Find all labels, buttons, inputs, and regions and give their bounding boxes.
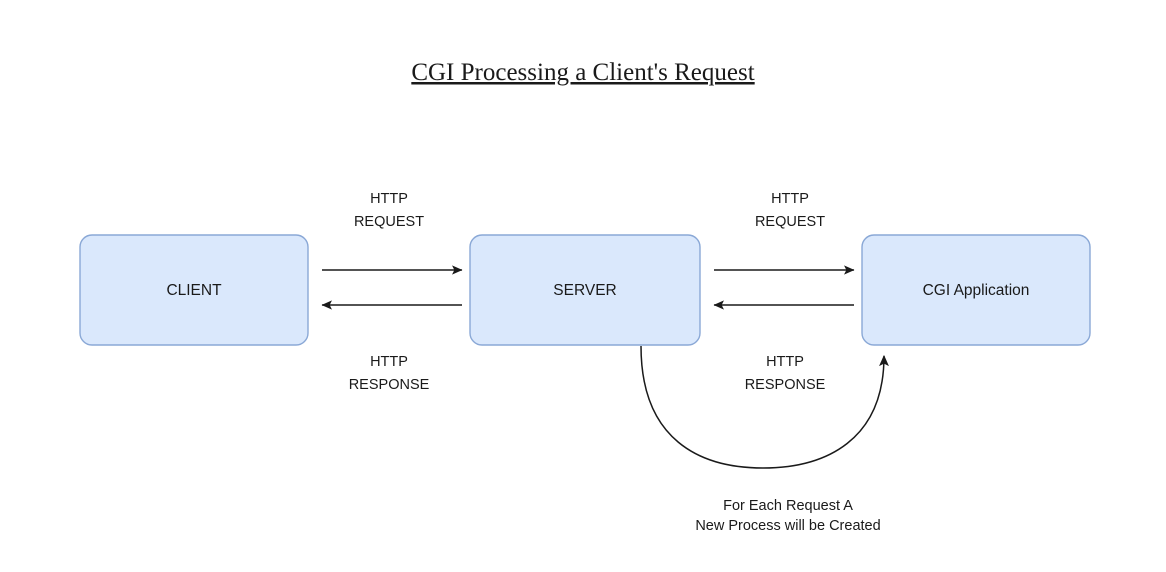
node-cgi-application-shape (861, 234, 1091, 346)
edge-server-to-client-label-line1: HTTP (370, 354, 408, 370)
node-client-label: CLIENT (166, 282, 222, 299)
curved-edge-caption-line1: For Each Request A (723, 498, 853, 514)
node-server-shape (469, 234, 701, 346)
edge-client-to-server-label-line1: HTTP (370, 191, 408, 207)
edge-cgi-to-server: HTTP RESPONSE (713, 300, 854, 393)
node-server-label: SERVER (553, 282, 616, 299)
node-cgi-application-label: CGI Application (923, 282, 1030, 299)
edge-server-to-client-label-line2: RESPONSE (349, 377, 430, 393)
edge-cgi-to-server-label-line2: RESPONSE (745, 377, 826, 393)
node-client-shape (79, 234, 309, 346)
edge-client-to-server-label-line2: REQUEST (354, 214, 424, 230)
edge-server-to-client: HTTP RESPONSE (321, 300, 462, 393)
edge-client-to-server: HTTP REQUEST (322, 191, 463, 275)
edge-server-to-cgi-label-line1: HTTP (771, 191, 809, 207)
edge-server-to-cgi-label-line2: REQUEST (755, 214, 825, 230)
edge-server-to-cgi: HTTP REQUEST (714, 191, 855, 275)
edge-server-spawns-cgi (640, 345, 889, 469)
curved-edge-caption-line2: New Process will be Created (695, 518, 880, 534)
node-client[interactable]: CLIENT (79, 234, 309, 346)
node-server[interactable]: SERVER (469, 234, 701, 346)
node-cgi-application[interactable]: CGI Application (861, 234, 1091, 346)
curved-edge-caption: For Each Request A New Process will be C… (695, 498, 880, 534)
page-title: CGI Processing a Client's Request (411, 59, 754, 86)
edge-cgi-to-server-label-line1: HTTP (766, 354, 804, 370)
edge-server-spawns-cgi-curve (640, 345, 889, 469)
